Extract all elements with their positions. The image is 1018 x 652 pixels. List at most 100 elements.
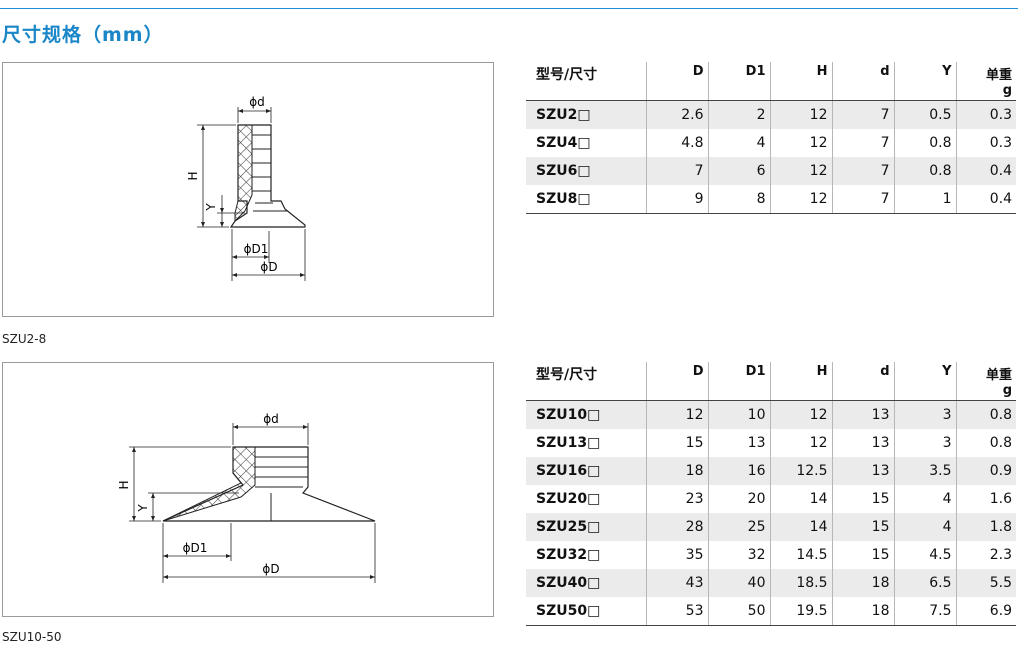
cell-value: 0.5 xyxy=(893,100,956,129)
cell-value: 18 xyxy=(831,569,894,597)
cell-value: 0.8 xyxy=(893,157,956,185)
cell-value: 19.5 xyxy=(769,597,832,626)
cell-value: 40 xyxy=(707,569,770,597)
cell-value: 6 xyxy=(707,157,770,185)
drawing-szu10-50: ϕd H Y ϕD1 ϕD xyxy=(2,362,494,617)
cell-value: 2 xyxy=(707,100,770,129)
cell-value: 4 xyxy=(893,513,956,541)
cell-value: 3 xyxy=(893,400,956,429)
figure-caption: SZU2-8 xyxy=(2,332,47,346)
weight-unit: g xyxy=(1002,83,1012,98)
cell-value: 12 xyxy=(769,185,832,214)
cell-value: 7 xyxy=(831,100,894,129)
col-header-Y: Y xyxy=(893,62,956,101)
cell-value: 7 xyxy=(831,157,894,185)
cell-value: 13 xyxy=(831,457,894,485)
figure-caption: SZU10-50 xyxy=(2,630,62,644)
cell-value: 12 xyxy=(769,157,832,185)
label-D1: ϕD1 xyxy=(244,242,269,256)
cell-value: 13 xyxy=(831,400,894,429)
cell-value: 28 xyxy=(645,513,708,541)
label-Y: Y xyxy=(136,504,150,513)
col-header-D: D xyxy=(645,62,708,101)
weight-unit: g xyxy=(1002,383,1012,398)
cell-value: 32 xyxy=(707,541,770,569)
cell-value: 50 xyxy=(707,597,770,626)
cell-value: 3.5 xyxy=(893,457,956,485)
cell-model: SZU32□ xyxy=(536,547,601,563)
cell-value: 7.5 xyxy=(893,597,956,626)
cell-value: 14 xyxy=(769,485,832,513)
col-header-D: D xyxy=(645,362,708,401)
cup-drawing-large: ϕd H Y ϕD1 ϕD xyxy=(117,412,376,583)
cell-value: 0.3 xyxy=(955,100,1016,129)
cell-model: SZU13□ xyxy=(536,435,601,451)
cell-value: 18 xyxy=(645,457,708,485)
label-d: ϕd xyxy=(263,412,279,426)
cell-value: 12 xyxy=(769,400,832,429)
label-d: ϕd xyxy=(249,95,265,109)
cell-value: 15 xyxy=(831,541,894,569)
col-header-D1: D1 xyxy=(707,362,770,401)
cell-value: 25 xyxy=(707,513,770,541)
cell-value: 2.6 xyxy=(645,100,708,129)
cell-value: 4.5 xyxy=(893,541,956,569)
col-header-d: d xyxy=(831,62,894,101)
label-H: H xyxy=(117,480,131,489)
cell-value: 7 xyxy=(831,129,894,157)
cell-value: 0.8 xyxy=(955,400,1016,429)
label-D: ϕD xyxy=(262,562,279,576)
col-header-H: H xyxy=(769,62,832,101)
drawing-szu2-8: ϕd H Y ϕD1 ϕD xyxy=(2,62,494,317)
label-D: ϕD xyxy=(260,260,277,274)
cell-value: 13 xyxy=(707,429,770,457)
cell-value: 12.5 xyxy=(769,457,832,485)
page-title: 尺寸规格（mm） xyxy=(2,24,164,46)
cell-model: SZU8□ xyxy=(526,185,646,214)
label-Y: Y xyxy=(204,203,218,212)
cell-value: 7 xyxy=(831,185,894,214)
cell-value: 0.9 xyxy=(955,457,1016,485)
col-header-model: 型号/尺寸 xyxy=(526,362,646,401)
cell-model: SZU16□ xyxy=(526,457,646,485)
cell-value: 20 xyxy=(707,485,770,513)
cup-drawing-small: ϕd H Y ϕD1 ϕD xyxy=(186,95,306,281)
label-D1: ϕD1 xyxy=(183,541,208,555)
weight-label: 单重 xyxy=(985,368,1012,383)
col-header-D1: D1 xyxy=(707,62,770,101)
cell-value: 4.8 xyxy=(645,129,708,157)
header-rule xyxy=(0,8,1018,9)
cell-value: 12 xyxy=(769,429,832,457)
col-header-H: H xyxy=(769,362,832,401)
cell-value: 4 xyxy=(707,129,770,157)
cell-value: 2.3 xyxy=(955,541,1016,569)
cell-value: 35 xyxy=(645,541,708,569)
cell-value: 18.5 xyxy=(769,569,832,597)
cell-model: SZU50□ xyxy=(526,597,646,626)
cell-value: 6.9 xyxy=(955,597,1016,626)
cell-model: SZU10□ xyxy=(526,400,646,429)
cell-value: 5.5 xyxy=(955,569,1016,597)
cell-value: 43 xyxy=(645,569,708,597)
cell-value: 12 xyxy=(645,400,708,429)
col-header-d: d xyxy=(831,362,894,401)
cell-value: 7 xyxy=(645,157,708,185)
cell-value: 12 xyxy=(769,129,832,157)
cell-value: 23 xyxy=(645,485,708,513)
col-header-Y: Y xyxy=(893,362,956,401)
cell-value: 3 xyxy=(893,429,956,457)
weight-label: 单重 xyxy=(985,68,1012,83)
cell-value: 1.6 xyxy=(955,485,1016,513)
